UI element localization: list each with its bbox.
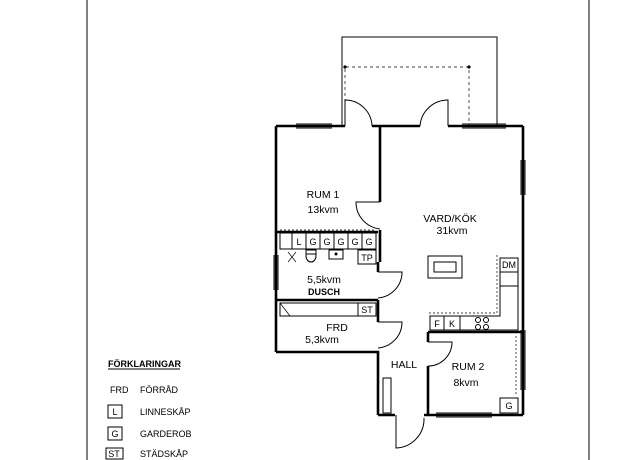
entrance-door — [382, 377, 425, 449]
rum2-wardrobe-label: G — [505, 401, 512, 411]
rum2-name: RUM 2 — [452, 361, 485, 373]
tp-label: TP — [361, 253, 373, 263]
dining-table — [427, 255, 463, 279]
bathroom-fixtures — [287, 249, 377, 265]
legend-key-l: L — [112, 407, 117, 417]
frd-area: 5,3kvm — [305, 334, 339, 346]
legend-label-l: LINNESKÅP — [140, 407, 191, 417]
wardrobe-label-2: G — [323, 237, 330, 247]
rum1-name: RUM 1 — [307, 189, 340, 201]
rum1-area: 13kvm — [308, 204, 339, 216]
windows — [273, 123, 526, 418]
legend-label-st: STÄDSKÅP — [140, 449, 188, 459]
legend-label-frd: FÖRRÅD — [140, 385, 179, 395]
kitchen-counter — [427, 255, 519, 331]
legend-label-g: GARDEROB — [140, 429, 192, 439]
exterior-walls — [274, 124, 525, 417]
legend-key-g: G — [111, 429, 118, 439]
wardrobe-label-4: G — [351, 237, 358, 247]
wardrobe-row — [279, 229, 377, 250]
balcony — [341, 36, 498, 126]
balcony-doors — [344, 99, 449, 127]
legend: FÖRKLARINGAR FRD FÖRRÅD L LINNESKÅP G GA… — [105, 359, 192, 460]
fridge-label: F — [434, 319, 440, 329]
frd-name: FRD — [326, 322, 348, 334]
rum2-wardrobe — [499, 336, 519, 414]
hall-name: HALL — [391, 359, 417, 371]
interior-walls — [276, 126, 523, 415]
legend-title: FÖRKLARINGAR — [108, 359, 181, 369]
legend-key-frd: FRD — [110, 385, 129, 395]
st-label: ST — [361, 305, 373, 315]
wardrobe-label-5: G — [365, 237, 372, 247]
rum2-area: 8kvm — [453, 377, 478, 389]
kitchen-label: K — [449, 319, 455, 329]
linen-label: L — [296, 237, 301, 247]
cleaning-cabinet — [279, 302, 377, 317]
legend-key-st: ST — [108, 449, 120, 459]
wardrobe-label-1: G — [309, 237, 316, 247]
vardkok-area: 31kvm — [437, 225, 468, 237]
vardkok-name: VARD/KÖK — [423, 213, 476, 225]
dusch-area: 5,5kvm — [307, 274, 341, 286]
wardrobe-label-3: G — [337, 237, 344, 247]
dm-label: DM — [502, 260, 516, 270]
dusch-name: DUSCH — [308, 287, 340, 297]
